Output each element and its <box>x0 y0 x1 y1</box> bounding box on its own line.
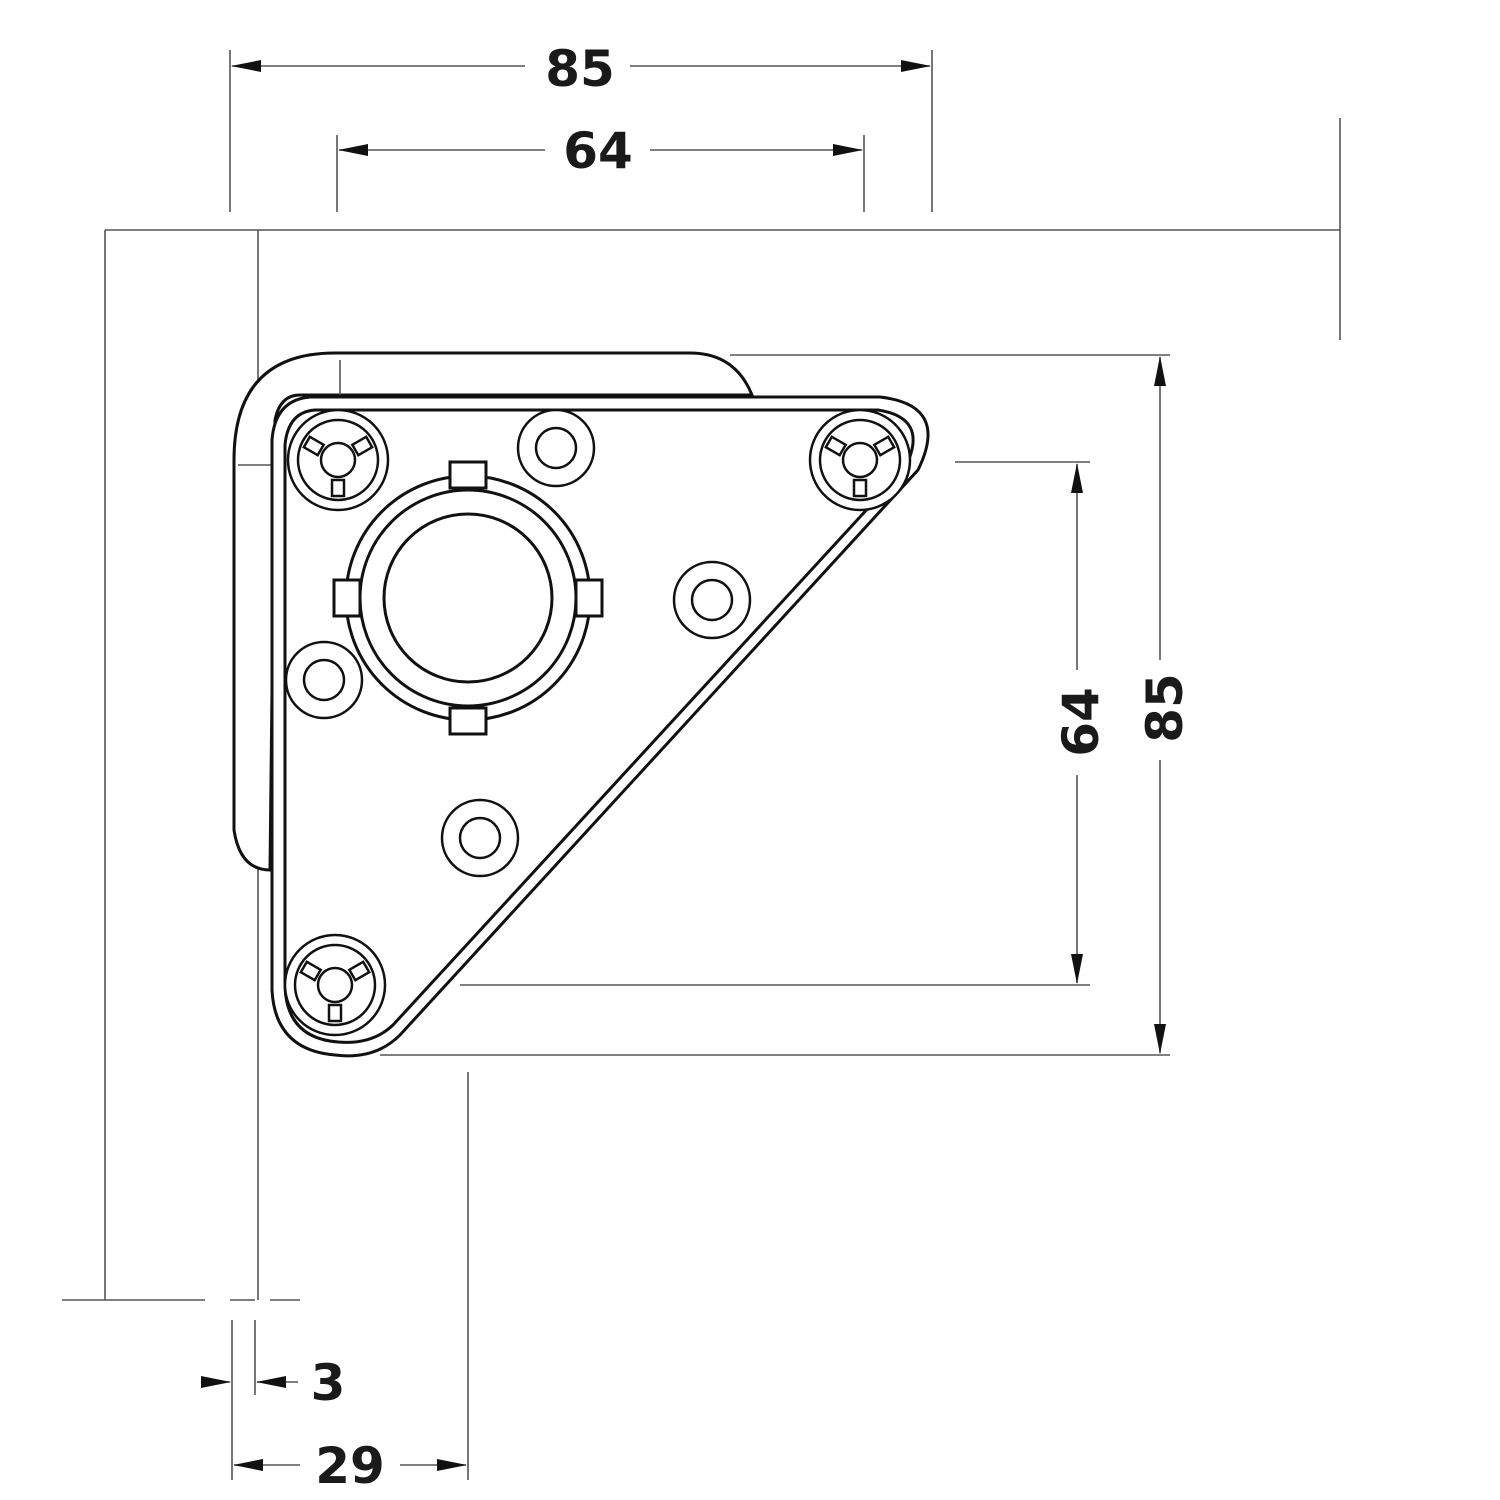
leg-mount <box>332 460 604 736</box>
dimension-bottom-wide: 29 <box>233 1072 469 1495</box>
triangular-plate <box>270 395 930 1058</box>
fixing-bolt <box>808 408 912 512</box>
corner-bracket <box>232 351 930 1058</box>
dimension-bottom-small: 3 <box>201 1320 346 1480</box>
screw-hole <box>516 408 596 488</box>
dimension-label-top-inner: 64 <box>563 122 633 180</box>
dimension-label-right-inner: 64 <box>1052 687 1110 757</box>
dimension-label-top-outer: 85 <box>545 40 615 98</box>
fixing-bolt <box>286 408 390 512</box>
dimension-right-inner: 64 <box>460 461 1110 986</box>
dimension-right-outer: 85 <box>380 354 1194 1056</box>
bracket-housing <box>232 351 755 872</box>
dimension-top-outer: 85 <box>229 40 933 212</box>
fixing-bolt <box>283 933 387 1037</box>
dimension-label-right-outer: 85 <box>1136 673 1194 743</box>
triangular-plate-rim <box>283 408 915 1044</box>
screw-hole <box>284 640 364 720</box>
dimension-top-inner: 64 <box>336 122 865 212</box>
screw-hole <box>440 798 520 878</box>
dimension-label-bottom-small: 3 <box>311 1354 346 1412</box>
screw-hole <box>672 560 752 640</box>
dimension-label-bottom-wide: 29 <box>315 1437 385 1495</box>
